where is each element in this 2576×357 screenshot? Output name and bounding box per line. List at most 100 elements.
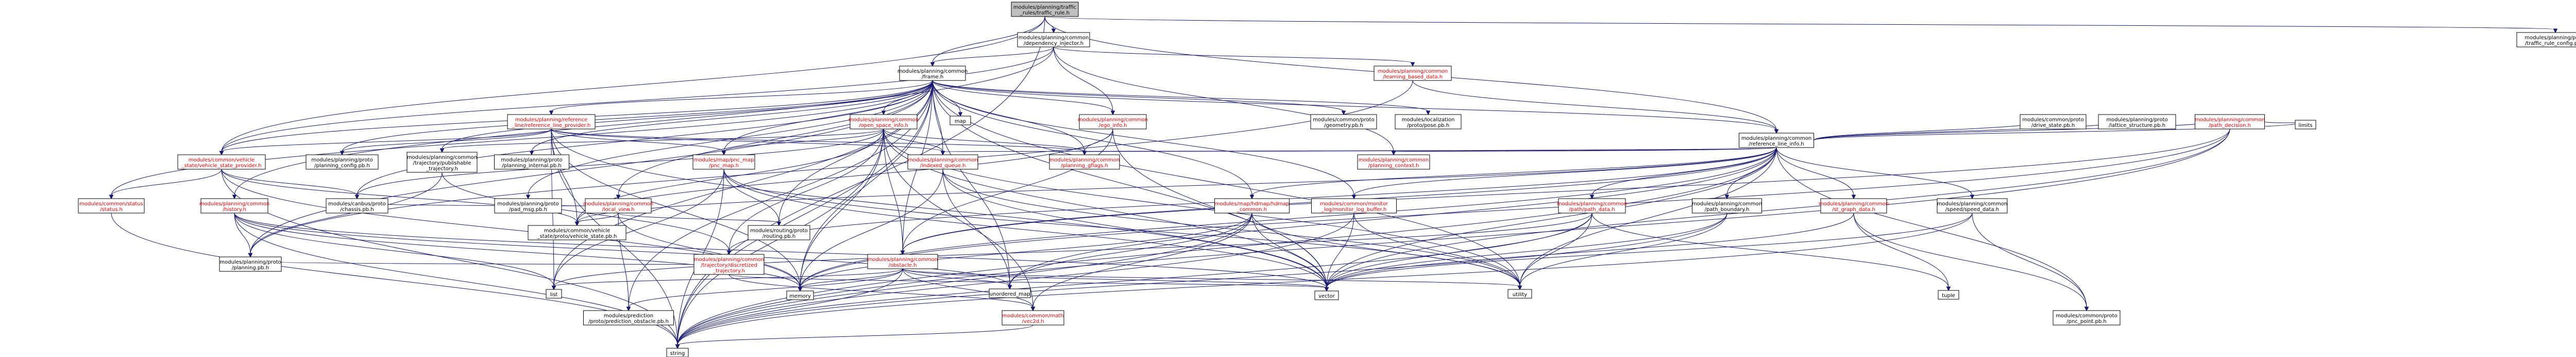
- graph-node-st-graph-data[interactable]: modules/planning/common/st_graph_data.h: [1819, 198, 1889, 214]
- graph-node-pnc-point-pb[interactable]: modules/common/proto/pnc_point.pb.h: [2053, 310, 2121, 326]
- node-box: [907, 154, 978, 170]
- graph-node-pub-traj[interactable]: modules/planning/common/trajectory/publi…: [406, 152, 478, 173]
- node-label-line: modules/planning/common: [897, 69, 968, 74]
- graph-node-chassis-pb[interactable]: modules/canbus/proto/chassis.pb.h: [326, 198, 388, 214]
- node-box: [1395, 114, 1462, 129]
- edge-hdmap_common-to-utility: [1251, 213, 1520, 287]
- node-label-line: _trajectory.h: [426, 166, 458, 172]
- graph-node-map-label[interactable]: map: [950, 116, 971, 125]
- graph-node-ref-line-info[interactable]: modules/planning/common/reference_line_i…: [1739, 133, 1814, 148]
- edge-path_decision-to-obstacle: [902, 128, 2230, 252]
- edge-frame-to-chassis_pb: [357, 80, 933, 196]
- edge-indexed_queue-to-memory: [800, 169, 943, 288]
- graph-node-path-boundary[interactable]: modules/planning/common/path_boundary.h: [1692, 198, 1762, 214]
- edge-indexed_queue-to-vector: [942, 169, 1327, 288]
- graph-node-vehicle-state-provider[interactable]: modules/common/vehicle_state/vehicle_sta…: [177, 154, 266, 170]
- graph-node-planning-gflags[interactable]: modules/planning/common/planning_gflags.…: [1049, 154, 1120, 170]
- edge-arrowhead-path_boundary-to-utility: [1517, 285, 1522, 290]
- graph-node-ego-info[interactable]: modules/planning/common/ego_info.h: [1078, 114, 1148, 129]
- node-label-line: modules/localization: [1402, 117, 1455, 123]
- graph-node-ref-line-provider[interactable]: modules/planning/reference_line/referenc…: [507, 114, 596, 129]
- graph-node-routing-pb[interactable]: modules/routing/proto/routing.pb.h: [748, 225, 810, 240]
- graph-node-pnc-map[interactable]: modules/map/pnc_map/pnc_map.h: [692, 154, 755, 170]
- edge-frame-to-ref_line_info: [932, 80, 1777, 131]
- graph-node-hdmap-common[interactable]: modules/map/hdmap/hdmap_common.h: [1214, 198, 1290, 214]
- graph-node-limits[interactable]: limits: [2295, 120, 2316, 129]
- graph-node-obstacle[interactable]: modules/planning/common/obstacle.h: [867, 254, 938, 269]
- graph-node-localization-pb[interactable]: modules/localization/proto/pose.pb.h: [1395, 114, 1462, 129]
- node-label-line: modules/common/vehicle: [544, 228, 611, 234]
- graph-node-drive-state-pb[interactable]: modules/common/proto/drive_state.pb.h: [2020, 114, 2087, 129]
- graph-node-lattice-structure-pb[interactable]: modules/planning/proto/lattice_structure…: [2098, 114, 2176, 129]
- graph-node-list[interactable]: list: [546, 289, 562, 299]
- graph-node-speed-data[interactable]: modules/planning/common/speed/speed_data…: [1937, 198, 2008, 214]
- edge-frame-to-string: [677, 80, 933, 346]
- graph-node-memory[interactable]: memory: [786, 290, 814, 300]
- node-label-line: /geometry.pb.h: [1324, 123, 1363, 128]
- graph-node-planning-internal-pb[interactable]: modules/planning/proto/planning_internal…: [494, 154, 569, 170]
- node-label-line: modules/planning/common: [868, 257, 938, 263]
- graph-node-unordered-map[interactable]: unordered_map: [989, 288, 1031, 298]
- edge-path_boundary-to-vector: [1326, 213, 1727, 288]
- edge-frame-to-unordered_map: [932, 80, 1010, 286]
- node-box: [326, 198, 388, 214]
- edge-arrowhead-dep_inj-to-frame: [930, 62, 935, 67]
- graph-node-frame[interactable]: modules/planning/common/frame.h: [897, 66, 968, 81]
- edge-st_graph_data-to-tuple: [1853, 213, 1949, 288]
- graph-node-history[interactable]: modules/planning/common/history.h: [199, 198, 269, 214]
- edge-dep_inj-to-vehicle_state_provider: [221, 46, 1054, 152]
- node-box: [546, 289, 562, 299]
- edge-vehicle_state_provider-to-memory: [221, 169, 801, 288]
- graph-node-prediction-obstacle-pb[interactable]: modules/prediction/proto/prediction_obst…: [583, 310, 674, 326]
- graph-node-vehicle-state-pb[interactable]: modules/common/vehicle_state/proto/vehic…: [528, 225, 626, 240]
- graph-node-tuple[interactable]: tuple: [1938, 290, 1959, 300]
- graph-node-planning-context[interactable]: modules/planning/common/planning_context…: [1357, 154, 1430, 170]
- graph-node-dep-inj[interactable]: modules/planning/common/dependency_injec…: [1017, 32, 1090, 47]
- edge-arrowhead-frame-to-localization_pb: [1426, 110, 1431, 116]
- node-label-line: /vec2d.h: [1022, 319, 1044, 324]
- graph-node-open-space-info[interactable]: modules/planning/common/open_space_info.…: [849, 114, 919, 129]
- edge-arrowhead-pub_traj-to-planning_pb: [248, 253, 253, 258]
- node-label-line: modules/routing/proto: [750, 228, 808, 234]
- node-box: [494, 154, 569, 170]
- graph-node-status[interactable]: modules/common/status/status.h: [78, 198, 145, 214]
- edge-path_data-to-tuple: [1591, 213, 1949, 288]
- node-box: [1692, 198, 1762, 214]
- node-label-line: modules/planning/common: [407, 155, 477, 160]
- graph-node-geometry-pb[interactable]: modules/common/proto/geometry.pb.h: [1310, 114, 1377, 129]
- graph-node-string[interactable]: string: [666, 348, 689, 357]
- graph-node-indexed-queue[interactable]: modules/planning/common/indexed_queue.h: [907, 154, 978, 170]
- node-box: [494, 198, 562, 214]
- graph-node-disc-traj[interactable]: modules/planning/common/trajectory/discr…: [693, 254, 765, 275]
- node-label-line: /routing.pb.h: [762, 234, 796, 239]
- node-label-line: /pad_msg.pb.h: [509, 207, 547, 213]
- node-label-line: modules/planning/common: [908, 157, 978, 163]
- edge-arrowhead-root-to-dep_inj: [1051, 28, 1056, 34]
- edge-open_space_info-to-chassis_pb: [357, 128, 884, 196]
- graph-node-vector[interactable]: vector: [1314, 290, 1339, 300]
- node-box: [219, 256, 282, 272]
- edge-arrowhead-ref_line_info-to-planning_gflags: [1082, 151, 1087, 156]
- edge-pnc_map-to-routing_pb: [723, 169, 779, 223]
- node-box: [585, 198, 652, 214]
- graph-node-learning-based[interactable]: modules/planning/common/learning_based_d…: [1374, 66, 1452, 81]
- graph-node-path-decision[interactable]: modules/planning/common/path_decision.h: [2195, 114, 2265, 129]
- edge-ref_line_info-to-indexed_queue: [942, 147, 1777, 152]
- edge-frame-to-monitor_log_buffer: [932, 80, 1354, 196]
- graph-node-planning-pb[interactable]: modules/planning/proto/planning.pb.h: [219, 256, 282, 272]
- graph-node-vec2d[interactable]: modules/common/math/vec2d.h: [1002, 310, 1064, 326]
- node-label-line: modules/common/status: [79, 201, 143, 207]
- edge-arrowhead-path_decision-to-obstacle: [900, 250, 905, 255]
- node-label-line: modules/prediction: [604, 313, 653, 319]
- edge-ref_line_info-to-st_graph_data: [1776, 147, 1854, 196]
- graph-node-monitor-log-buffer[interactable]: modules/common/monitor_log/monitor_log_b…: [1311, 198, 1397, 214]
- node-label-line: modules/planning/common: [849, 117, 919, 123]
- graph-node-traffic-rule-cfg[interactable]: modules/planning/proto/traffic_rule_conf…: [2516, 32, 2576, 47]
- graph-node-path-data[interactable]: modules/planning/common/path/path_data.h: [1557, 198, 1627, 214]
- graph-node-utility[interactable]: utility: [1507, 289, 1532, 299]
- edge-arrowhead-frame-to-ref_line_provider: [549, 110, 554, 116]
- graph-node-local-view[interactable]: modules/planning/common/local_view.h: [583, 198, 653, 214]
- node-label-line: _line/reference_line_provider.h: [512, 123, 590, 128]
- graph-node-planning-config-pb[interactable]: modules/planning/proto/planning_config.p…: [306, 154, 379, 170]
- graph-node-pad-msg-pb[interactable]: modules/planning/proto/pad_msg.pb.h: [494, 198, 562, 214]
